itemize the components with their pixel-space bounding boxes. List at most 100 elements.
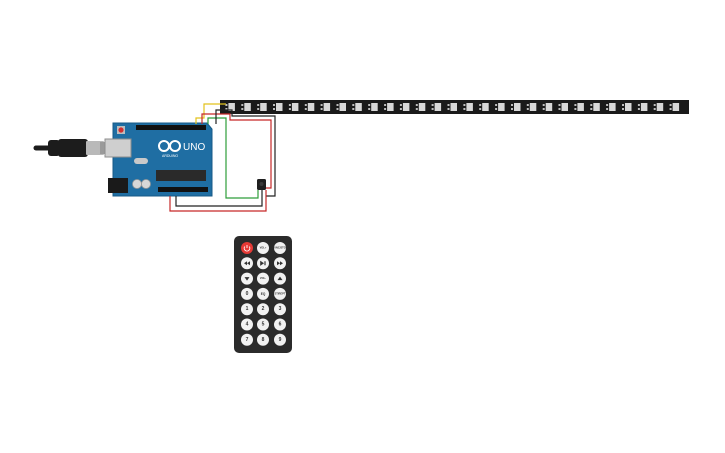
remote-button-label: 9 [279,337,282,343]
remote-button-label: 3 [279,306,282,312]
led-pad [384,108,387,110]
wire-red-strip[interactable] [201,113,272,189]
led-pad [320,104,323,106]
led-pad [526,104,529,106]
remote-button-face [257,242,269,254]
remote-button[interactable]: 8 [257,333,269,346]
remote-button[interactable] [274,272,286,285]
arduino-uno-board[interactable]: UNO ARDUINO [104,122,213,197]
led-pad [225,104,228,106]
led-pad [288,108,291,110]
led-pad [511,108,513,110]
led-pad [558,104,561,106]
remote-button[interactable]: 3 [274,303,286,316]
led-pad [415,108,418,110]
usb-cable[interactable] [33,139,114,157]
led-pad [352,108,355,110]
wire-green[interactable] [207,117,259,199]
led-pixel [355,103,362,111]
led-pad [463,104,466,106]
led-pad [495,108,498,110]
led-pad [590,104,593,106]
led-pad [669,104,672,106]
remote-button[interactable]: 1 [241,303,253,316]
led-pad [336,108,339,110]
remote-button-label: VOL+ [260,246,267,250]
remote-button-label: 0 [246,291,249,297]
wire-black-ground[interactable] [175,190,263,207]
remote-button[interactable]: 7 [241,333,253,346]
led-pixel [244,103,251,111]
led-pad [320,108,323,110]
led-pixel [656,103,664,111]
remote-button[interactable]: VOL- [257,272,269,285]
led-pixel [339,103,346,111]
led-pad [574,108,577,110]
led-pad [542,104,545,106]
remote-button[interactable] [274,257,286,270]
remote-button[interactable]: 0 [241,287,253,300]
remote-button-face [274,242,286,254]
led-pad [447,108,450,110]
remote-button[interactable]: 9 [274,333,286,346]
remote-button-face [241,287,253,300]
remote-button[interactable] [257,257,269,270]
led-pad [273,104,275,106]
capacitor [132,179,142,189]
remote-button-face [274,318,286,331]
led-pad [653,104,656,106]
remote-button[interactable]: VOL+ [257,242,269,254]
remote-button-label: EQ [261,292,266,296]
led-pixel [593,103,600,111]
remote-button-face [257,303,269,316]
remote-button-label: 5 [262,322,265,328]
digital-header [136,125,206,130]
remote-button-face [241,318,253,331]
led-pixel [625,103,632,111]
led-pad [241,104,244,106]
remote-button-label: ST/REPT [275,291,286,295]
remote-button-label: 2 [262,306,265,312]
remote-button-label: 6 [279,322,282,328]
led-pad [606,104,609,106]
remote-button[interactable]: EQ [257,287,269,300]
led-pad [431,108,434,110]
up-icon [277,276,283,281]
led-pixel [482,103,489,111]
led-pad [637,104,640,106]
wire-red-power[interactable] [169,190,267,212]
board-model-label: UNO [183,142,205,153]
remote-button-label: FUNC/STOP [273,246,288,250]
remote-button[interactable]: FUNC/STOP [273,242,288,254]
remote-button-face [241,303,253,316]
remote-button[interactable]: 2 [257,303,269,316]
wire-black-strip[interactable] [215,109,276,197]
led-pixel [466,103,473,111]
remote-button[interactable]: 4 [241,318,253,331]
wire-yellow[interactable] [195,103,226,124]
remote-button[interactable]: 5 [257,318,269,331]
led-pixel [529,103,537,111]
led-pad [479,104,482,106]
remote-button[interactable] [241,257,253,270]
led-pad [590,108,593,110]
remote-button[interactable] [241,272,253,285]
down-icon [244,277,250,281]
led-pad [273,108,275,110]
led-pixel [418,103,426,111]
remote-button[interactable]: 6 [274,318,286,331]
led-pad [241,108,244,110]
remote-button-label: 1 [246,306,249,312]
capacitor [141,179,151,189]
remote-button[interactable]: ST/REPT [274,287,286,300]
remote-button-face [257,272,269,285]
ir-receiver[interactable] [257,179,266,190]
led-strip[interactable] [220,100,689,114]
remote-button-label: 7 [246,337,249,343]
remote-button[interactable] [241,242,253,254]
led-pad [447,104,450,106]
ir-remote[interactable]: VOL+ FUNC/STOP VOL- 0 EQ ST/REPT 1 2 3 4 5 6 7 8 9 [234,236,292,353]
remote-button-label: 4 [246,322,249,328]
remote-button-label: 8 [262,337,265,343]
remote-button-label: VOL- [260,276,266,280]
